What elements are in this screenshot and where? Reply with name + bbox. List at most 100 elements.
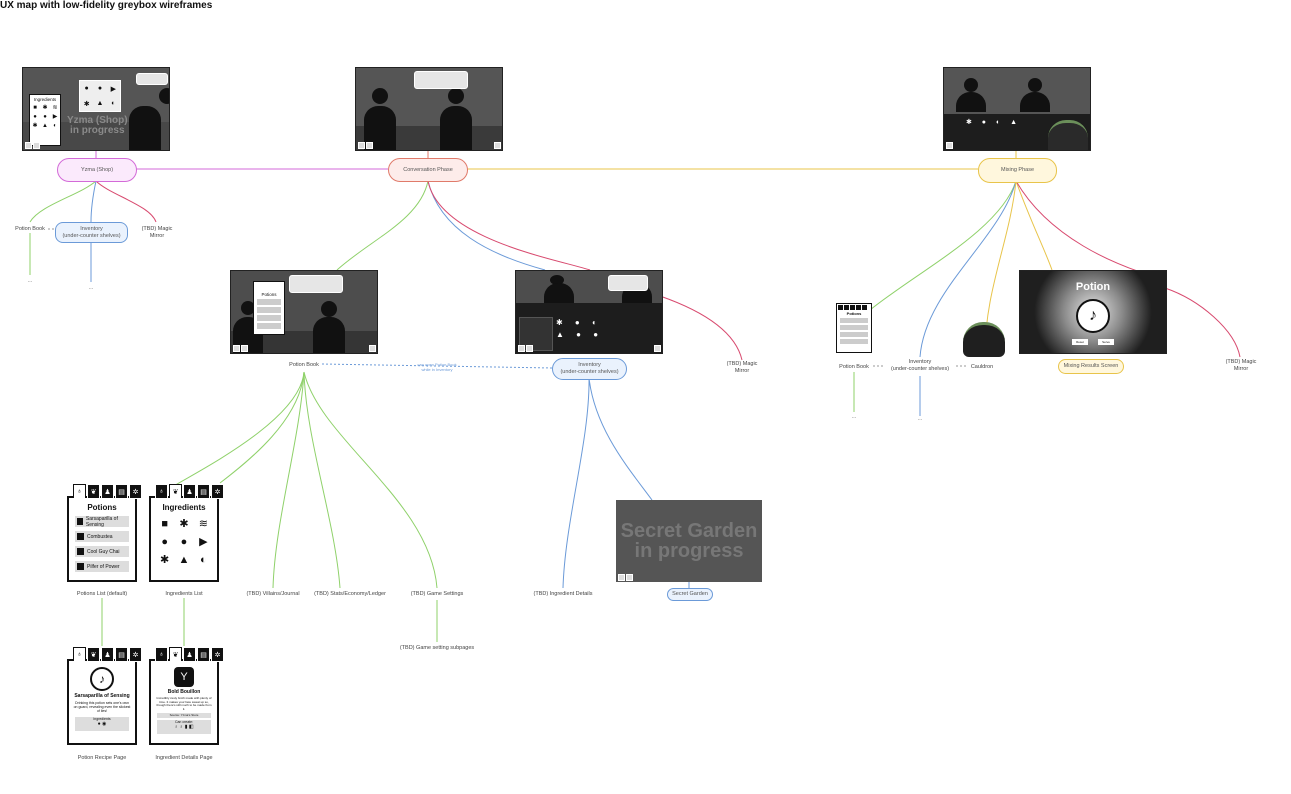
ingredient-cube-icon: Y: [174, 667, 194, 687]
serve-button[interactable]: Serve: [1098, 339, 1114, 345]
potion-row-label: Cool Guy Chai: [87, 548, 120, 555]
potion-book-link-note-line1: can open Potion Book: [417, 362, 457, 367]
potions-tab-icon[interactable]: ♁: [155, 484, 168, 499]
shop-inventory-line2: (under-counter shelves): [62, 232, 121, 239]
stats-label: (TBD) Stats/Economy/Ledger: [314, 591, 386, 597]
shop-overlay-line1: Yzma (Shop): [67, 115, 128, 126]
potion-recipe-label: Potion Recipe Page: [77, 755, 127, 761]
mixing-mirror-line2: Mirror: [1233, 365, 1249, 372]
cauldron-shape: [1048, 120, 1088, 150]
conversation-inventory-wireframe: ✱ ● ◐▲ ● ●: [515, 270, 663, 354]
ingredients-grid: ■✱≋ ●●▶ ✱▲◐: [160, 518, 208, 566]
mixing-inventory-more: ...: [917, 416, 923, 422]
phase-mixing[interactable]: Mixing Phase: [978, 158, 1057, 183]
mixing-wireframe: ✱ ● ◐ ▲: [943, 67, 1091, 151]
ingredient-name: Bold Bouillon: [167, 689, 201, 695]
villains-label: (TBD) Villains/Journal: [246, 591, 300, 597]
conversation-potion-book-label: Potion Book: [289, 362, 319, 368]
shop-wireframe: ●●▶✱▲◐ Ingredients ■✱≋●●▶✱▲◐ Yzma (Shop)…: [22, 67, 170, 151]
cauldron-label: Cauldron: [970, 364, 994, 370]
potion-recipe-ingredients: Ingredients● ◉: [75, 716, 129, 731]
phase-mixing-label: Mixing Phase: [1000, 167, 1035, 174]
potion-row-label: Pilfer of Power: [87, 563, 120, 570]
shop-inventory-more: ...: [88, 285, 94, 291]
cauldron-wireframe: [963, 322, 1005, 357]
potions-list-title: Potions: [87, 503, 117, 512]
phase-conversation-label: Conversation Phase: [403, 166, 453, 173]
ingredients-panel-title: Ingredients: [33, 97, 57, 102]
ledger-tab-icon[interactable]: ▤: [197, 484, 210, 499]
shop-inventory-line1: Inventory: [80, 225, 103, 232]
shop-overlay-text: Yzma (Shop) in progress: [67, 116, 128, 136]
conversation-inventory-line1: Inventory: [578, 362, 601, 369]
people-tab-icon[interactable]: ♟: [183, 647, 196, 662]
conversation-potions-panel: Potions: [253, 281, 285, 335]
leaf-tab-icon[interactable]: ❦: [87, 484, 100, 499]
potion-recipe-desc: Drinking this potion sets one's own on g…: [73, 701, 131, 714]
gear-tab-icon[interactable]: ✲: [129, 647, 142, 662]
potions-tab-icon[interactable]: ♁: [73, 484, 86, 498]
leaf-tab-icon[interactable]: ❦: [169, 484, 182, 498]
phase-conversation[interactable]: Conversation Phase: [388, 158, 468, 182]
people-tab-icon[interactable]: ♟: [101, 484, 114, 499]
potion-row-label: Sarsaparilla of Sensing: [85, 515, 118, 528]
potion-row[interactable]: Combustea: [75, 531, 129, 542]
secret-garden-node[interactable]: Secret Garden: [667, 588, 713, 601]
potion-row[interactable]: Sarsaparilla of Sensing: [75, 515, 129, 528]
potions-tab-icon[interactable]: ♁: [73, 647, 86, 661]
potions-tab-icon[interactable]: ♁: [155, 647, 168, 662]
shop-potion-book-label: Potion Book: [15, 226, 45, 232]
mixing-potion-book-label: Potion Book: [839, 364, 869, 370]
potion-row-label: Combustea: [87, 533, 113, 540]
potion-row[interactable]: Pilfer of Power: [75, 561, 129, 572]
conversation-mirror-line2: Mirror: [734, 367, 750, 374]
people-tab-icon[interactable]: ♟: [101, 647, 114, 662]
reset-button[interactable]: Reset: [1072, 339, 1088, 345]
mixing-results-title: Potion: [1075, 281, 1111, 293]
mixing-potions-panel-title: Potions: [846, 311, 862, 316]
secret-garden-line2: in progress: [634, 540, 744, 562]
shop-mirror-line1: (TBD) Magic: [141, 226, 173, 232]
game-settings-label: (TBD) Game Settings: [410, 591, 464, 597]
ingredient-details-tbd-label: (TBD) Ingredient Details: [533, 591, 593, 597]
leaf-tab-icon[interactable]: ❦: [169, 647, 182, 661]
shop-inventory-node[interactable]: Inventory(under-counter shelves): [55, 222, 128, 243]
potions-list-label: Potions List (default): [76, 591, 128, 597]
potion-recipe-name: Sarsaparilla of Sensing: [74, 693, 130, 699]
shop-potion-book-more: ...: [27, 278, 33, 284]
ledger-tab-icon[interactable]: ▤: [115, 647, 128, 662]
mixing-results-label: Mixing Results Screen: [1063, 363, 1119, 370]
ingredient-source: Source: Yzma's Store: [157, 713, 211, 719]
ingredient-desc: Incredibly zesty broth made with plenty …: [156, 696, 212, 711]
shop-mirror-line2: Mirror: [149, 232, 165, 239]
ingredients-panel: Ingredients ■✱≋●●▶✱▲◐: [29, 94, 61, 146]
mixing-potion-book-more: ...: [851, 414, 857, 420]
potion-row[interactable]: Cool Guy Chai: [75, 546, 129, 557]
conversation-inventory-node[interactable]: Inventory(under-counter shelves): [552, 358, 627, 380]
secret-garden-line1: Secret Garden: [620, 520, 758, 542]
gear-tab-icon[interactable]: ✲: [211, 647, 224, 662]
gear-tab-icon[interactable]: ✲: [211, 484, 224, 499]
mixing-ingredients-row: ✱ ● ◐ ▲: [966, 119, 1022, 126]
inventory-shelf-icons: ✱ ● ◐▲ ● ●: [556, 318, 604, 339]
ingredients-list-label: Ingredients List: [165, 591, 203, 597]
conversation-inventory-line2: (under-counter shelves): [560, 369, 619, 375]
ledger-tab-icon[interactable]: ▤: [115, 484, 128, 499]
phase-shop[interactable]: Yzma (Shop): [57, 158, 137, 182]
conversation-potion-book-wireframe: Potions: [230, 270, 378, 354]
mixing-inventory-label: Inventory(under-counter shelves): [891, 359, 949, 373]
people-tab-icon[interactable]: ♟: [183, 484, 196, 499]
conversation-potions-panel-title: Potions: [261, 292, 277, 297]
mixing-results-wireframe: Potion ♪ Reset Serve: [1019, 270, 1167, 354]
ingredients-list-wireframe: ♁❦♟▤✲ Ingredients ■✱≋ ●●▶ ✱▲◐: [149, 484, 224, 582]
gear-tab-icon[interactable]: ✲: [129, 484, 142, 499]
mixing-results-node[interactable]: Mixing Results Screen: [1058, 359, 1124, 374]
potions-list-wireframe: ♁❦♟▤✲ Potions Sarsaparilla of Sensing Co…: [67, 484, 142, 582]
leaf-tab-icon[interactable]: ❦: [87, 647, 100, 662]
ledger-tab-icon[interactable]: ▤: [197, 647, 210, 662]
mixing-mirror-line1: (TBD) Magic: [1225, 359, 1257, 365]
